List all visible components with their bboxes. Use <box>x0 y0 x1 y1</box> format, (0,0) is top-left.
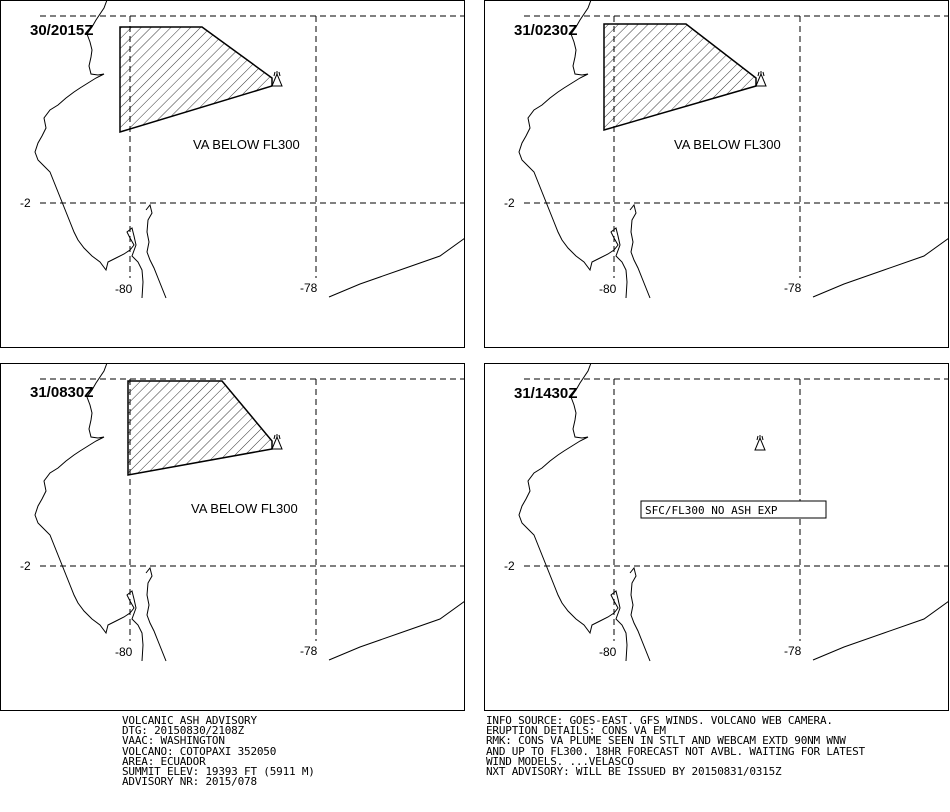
info-line: AND UP TO FL300. 18HR FORECAST NOT AVBL.… <box>486 744 865 758</box>
valid-time-label: 30/2015Z <box>30 22 93 39</box>
advisory-line: DTG: 20150830/2108Z <box>122 724 245 738</box>
valid-time-label: 31/1430Z <box>514 385 577 402</box>
valid-time-label: 31/0230Z <box>514 22 577 39</box>
lon-label-east: -78 <box>784 281 802 295</box>
ash-annotation: VA BELOW FL300 <box>674 137 781 152</box>
volcano-icon <box>755 71 767 87</box>
coastline <box>518 0 949 299</box>
advisory-line: VOLCANO: COTOPAXI 352050 <box>122 744 277 758</box>
volcano-icon <box>271 71 283 87</box>
forecast-panel-4: SFC/FL300 NO ASH EXP 31/1430Z -2 -80 -78 <box>484 363 949 711</box>
lon-label-west: -80 <box>599 282 617 296</box>
ash-annotation: VA BELOW FL300 <box>191 501 298 516</box>
lon-label-west: -80 <box>599 645 617 659</box>
advisory-line: VAAC: WASHINGTON <box>122 734 225 748</box>
info-line: RMK: CONS VA PLUME SEEN IN STLT AND WEBC… <box>486 734 846 748</box>
lon-label-west: -80 <box>115 645 133 659</box>
lat-label: -2 <box>20 559 31 573</box>
advisory-line: AREA: ECUADOR <box>122 754 206 768</box>
lon-label-west: -80 <box>115 282 133 296</box>
ash-cloud-area <box>603 23 757 131</box>
info-line: INFO SOURCE: GOES-EAST. GFS WINDS. VOLCA… <box>486 714 833 727</box>
ash-annotation: VA BELOW FL300 <box>193 137 300 152</box>
info-line: ERUPTION DETAILS: CONS VA EM <box>486 724 666 738</box>
lon-label-east: -78 <box>300 281 318 295</box>
lat-label: -2 <box>504 196 515 210</box>
volcano-icon <box>271 434 283 450</box>
lon-label-east: -78 <box>300 644 318 658</box>
ash-cloud-area <box>119 26 273 134</box>
coastline <box>34 363 465 662</box>
info-line: NXT ADVISORY: WILL BE ISSUED BY 20150831… <box>486 765 782 779</box>
advisory-line: VOLCANIC ASH ADVISORY <box>122 714 257 727</box>
ash-cloud-area <box>127 380 273 476</box>
no-ash-annotation: SFC/FL300 NO ASH EXP <box>645 504 778 517</box>
lat-label: -2 <box>504 559 515 573</box>
info-line: WIND MODELS. ...VELASCO <box>486 754 634 768</box>
no-ash-box <box>640 500 827 519</box>
forecast-panel-1: 30/2015Z VA BELOW FL300 -2 -80 -78 <box>0 0 465 348</box>
forecast-panel-3: 31/0830Z VA BELOW FL300 -2 -80 -78 <box>0 363 465 711</box>
advisory-info-block: INFO SOURCE: GOES-EAST. GFS WINDS. VOLCA… <box>486 714 865 779</box>
lat-label: -2 <box>20 196 31 210</box>
advisory-header-block: VOLCANIC ASH ADVISORY DTG: 20150830/2108… <box>122 714 315 789</box>
valid-time-label: 31/0830Z <box>30 384 93 401</box>
advisory-line: ADVISORY NR: 2015/078 <box>122 775 257 789</box>
volcano-icon <box>754 435 766 451</box>
forecast-panel-2: 31/0230Z VA BELOW FL300 -2 -80 -78 <box>484 0 949 348</box>
lon-label-east: -78 <box>784 644 802 658</box>
coastline <box>518 363 949 662</box>
advisory-line: SUMMIT ELEV: 19393 FT (5911 M) <box>122 765 315 779</box>
coastline <box>34 0 465 299</box>
